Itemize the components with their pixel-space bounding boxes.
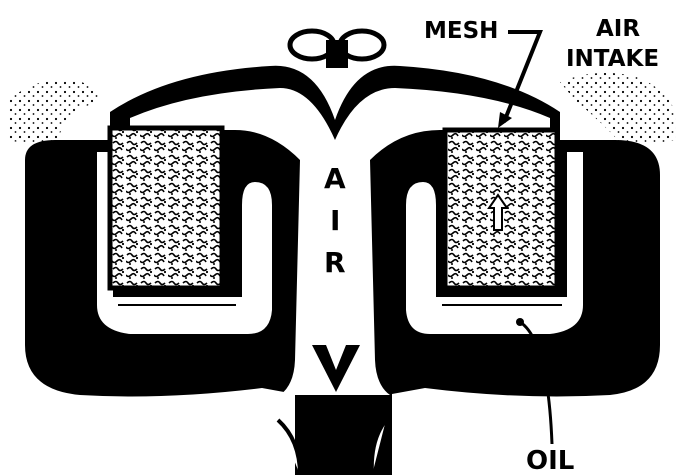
oil-leader-dot (516, 318, 524, 326)
right-intake-dotted-area (560, 73, 676, 148)
air-vertical-letter-i: I (330, 204, 340, 237)
air-intake-label-line2: INTAKE (566, 46, 659, 72)
air-vertical-letter-a: A (324, 162, 346, 195)
mesh-label: MESH (424, 18, 498, 44)
air-intake-label-line1: AIR (596, 16, 640, 42)
air-vertical-letter-r: R (324, 246, 346, 279)
left-intake-dotted-area (8, 79, 100, 150)
left-filter-mesh (110, 128, 222, 288)
wing-nut-icon (290, 31, 384, 68)
oil-label: OIL (526, 446, 574, 475)
